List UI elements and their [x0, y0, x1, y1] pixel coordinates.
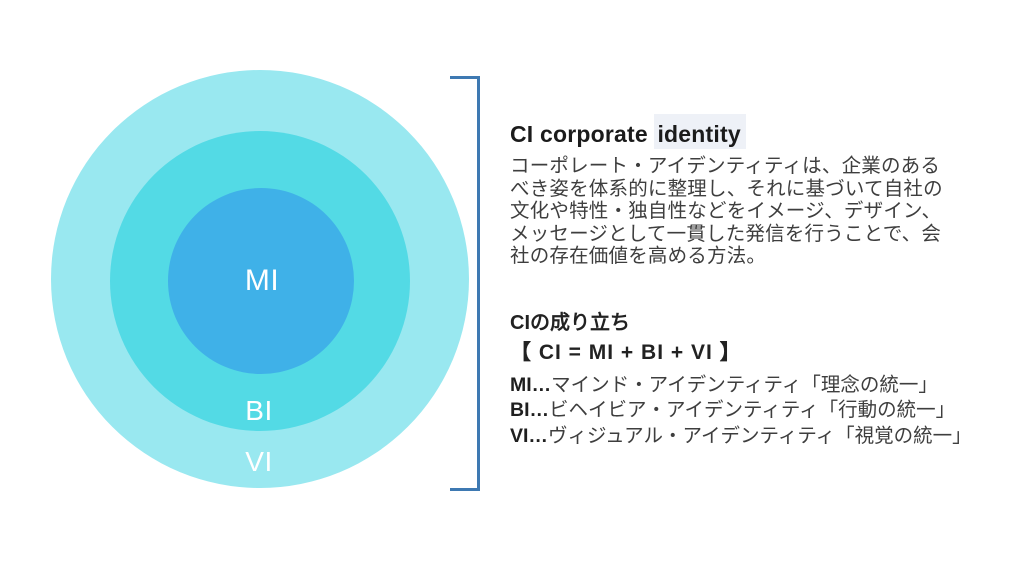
ci-composition-block: CIの成り立ち 【 CI = MI + BI + VI 】 MI…マインド・アイ…	[510, 311, 1010, 449]
description-line: べき姿を体系的に整理し、それに基づいて自社の	[510, 177, 943, 200]
identity-item-list: MI…マインド・アイデンティティ「理念の統一」 BI…ビヘイビア・アイデンティテ…	[510, 373, 1010, 449]
mi-item-text: マインド・アイデンティティ「理念の統一」	[551, 374, 938, 396]
vi-item-prefix: VI…	[510, 424, 548, 447]
description-line: コーポレート・アイデンティティは、企業のある	[510, 155, 941, 177]
bi-circle-label: BI	[245, 395, 273, 426]
ci-heading-prefix: CI corporate	[510, 121, 655, 147]
ci-description-block: CI corporate identity コーポレート・アイデンティティは、企…	[510, 114, 990, 268]
ci-heading: CI corporate identity	[510, 114, 990, 149]
bi-item-prefix: BI…	[510, 399, 549, 422]
vi-item-text: ヴィジュアル・アイデンティティ「視覚の統一」	[547, 424, 972, 447]
description-line: メッセージとして一貫した発信を行うことで、会	[510, 222, 942, 245]
description-line: 社の存在価値を高める方法。	[510, 245, 767, 268]
vi-circle-label: VI	[245, 446, 273, 477]
bi-item-text: ビヘイビア・アイデンティティ「行動の統一」	[549, 399, 956, 422]
bi-item: BI…ビヘイビア・アイデンティティ「行動の統一」	[510, 398, 1010, 423]
mi-circle	[168, 188, 354, 374]
composition-subheading: CIの成り立ち	[510, 312, 630, 334]
description-line: 文化や特性・独自性などをイメージ、デザイン、	[510, 200, 942, 223]
mi-circle-label: MI	[244, 264, 280, 297]
ci-heading-highlight: identity	[654, 114, 746, 149]
ci-formula: 【 CI = MI + BI + VI 】	[510, 341, 742, 364]
right-bracket-shape	[450, 76, 480, 491]
mi-item: MI…マインド・アイデンティティ「理念の統一」	[510, 373, 1010, 398]
mi-item-prefix: MI…	[510, 374, 552, 396]
vi-item: VI…ヴィジュアル・アイデンティティ「視覚の統一」	[510, 424, 1010, 449]
ci-description: コーポレート・アイデンティティは、企業のある べき姿を体系的に整理し、それに基づ…	[510, 155, 990, 268]
